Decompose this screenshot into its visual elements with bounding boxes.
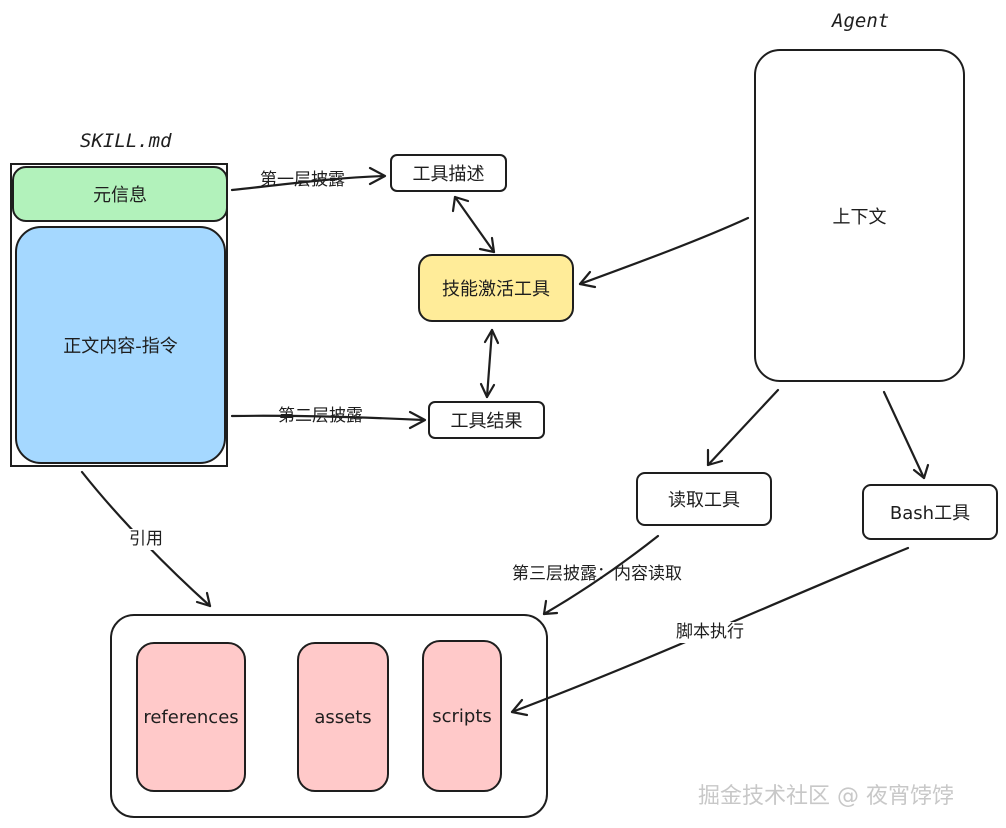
meta-info-label: 元信息 [93, 185, 147, 206]
references-label: references [143, 706, 239, 728]
tool-result-box[interactable]: 工具结果 [428, 401, 545, 439]
resources-container [110, 614, 548, 818]
skill-file-container [10, 163, 228, 467]
assets-block[interactable]: assets [297, 642, 389, 792]
meta-info-block[interactable]: 元信息 [12, 166, 228, 222]
references-block[interactable]: references [136, 642, 246, 792]
context-bash-arrow [882, 390, 926, 480]
skill-file-title: SKILL.md [80, 130, 172, 152]
tool-result-label: 工具结果 [450, 411, 523, 432]
read-tool-box[interactable]: 读取工具 [636, 472, 772, 526]
bash-tool-box[interactable]: Bash工具 [862, 484, 998, 540]
desc-activation-arrow [453, 195, 496, 254]
agent-title: Agent [832, 10, 890, 32]
skill-activation-tool-label: 技能激活工具 [442, 279, 550, 300]
context-read-arrow [706, 388, 780, 467]
agent-context-label: 上下文 [832, 206, 887, 228]
script-exec-label: 脚本执行 [673, 622, 747, 643]
assets-label: assets [314, 706, 372, 728]
context-activation-arrow [578, 216, 750, 286]
tool-description-label: 工具描述 [412, 164, 485, 185]
bash-tool-label: Bash工具 [889, 503, 971, 524]
read-tool-label: 读取工具 [668, 490, 740, 511]
first-disclosure-label: 第一层披露 [260, 170, 345, 190]
agent-context-box[interactable]: 上下文 [754, 49, 965, 382]
watermark-text: 掘金技术社区 @ 夜宵饽饽 [698, 784, 954, 809]
activation-result-arrow [485, 328, 494, 399]
reference-label: 引用 [127, 529, 165, 550]
body-content-label: 正文内容-指令 [63, 336, 178, 357]
skill-activation-tool-box[interactable]: 技能激活工具 [418, 254, 574, 322]
tool-description-box[interactable]: 工具描述 [390, 154, 507, 192]
third-disclosure-label: 第三层披露：内容读取 [512, 564, 682, 584]
second-disclosure-label: 第二层披露 [278, 406, 363, 426]
body-content-block[interactable]: 正文内容-指令 [15, 226, 226, 464]
scripts-label: scripts [432, 705, 492, 727]
scripts-block[interactable]: scripts [422, 640, 502, 792]
